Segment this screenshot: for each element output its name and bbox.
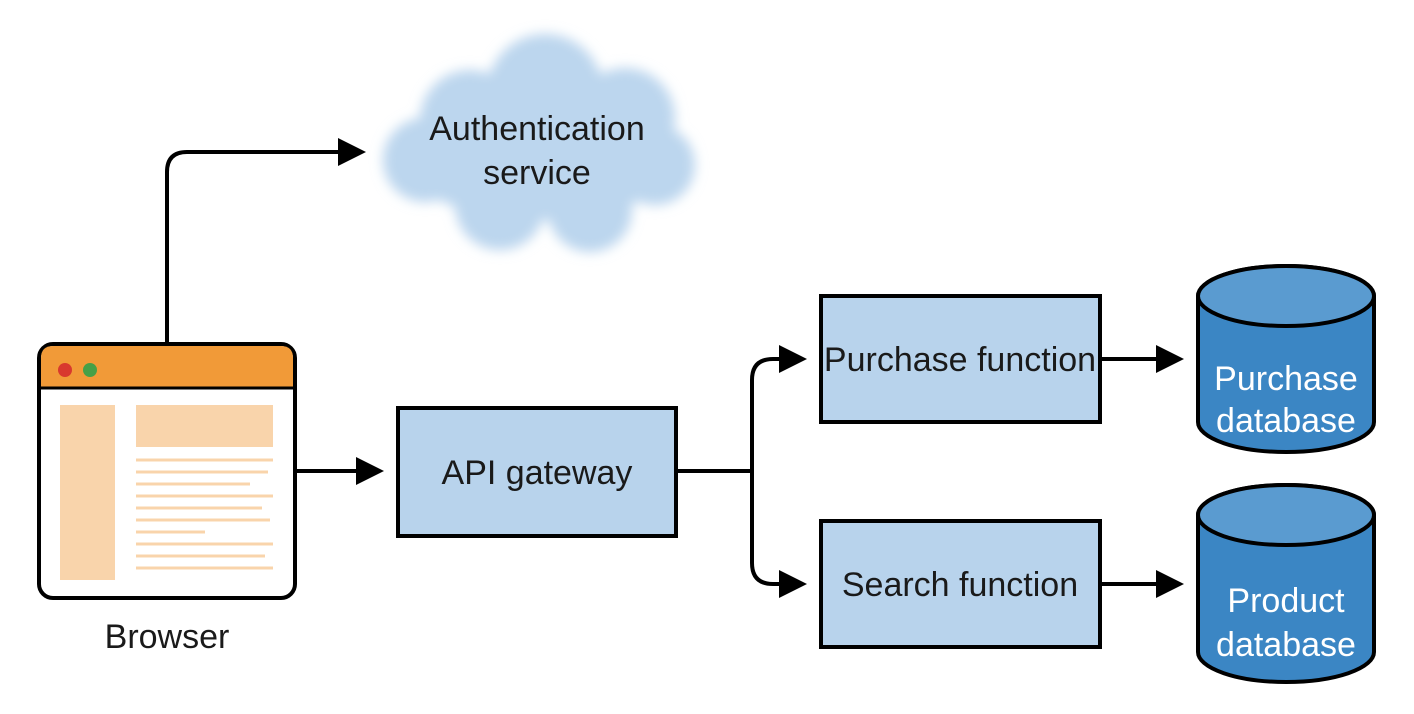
purchase-function-node: Purchase function xyxy=(819,294,1102,424)
cloud-icon xyxy=(383,34,695,252)
browser-title-bar xyxy=(41,346,293,388)
authentication-label-line1: Authentication xyxy=(429,110,645,148)
authentication-service-node: Authentication service xyxy=(383,34,695,252)
purchase-database-label-line2: database xyxy=(1216,402,1356,440)
product-database-label-line2: database xyxy=(1216,626,1356,664)
arrow-api-gateway-to-purchase-function xyxy=(750,345,807,471)
product-database-top xyxy=(1196,483,1376,547)
browser-content-lines xyxy=(136,458,273,570)
browser-header-panel xyxy=(136,405,273,447)
purchase-function-box xyxy=(819,294,1102,424)
product-database-node: Product database xyxy=(1196,483,1376,684)
api-gateway-node: API gateway xyxy=(396,406,678,538)
arrow-browser-to-authentication xyxy=(165,138,366,344)
browser-node: Browser xyxy=(37,342,297,656)
browser-close-dot-icon xyxy=(58,363,72,377)
api-gateway-box xyxy=(396,406,678,538)
browser-maximize-dot-icon xyxy=(83,363,97,377)
browser-label: Browser xyxy=(105,618,230,656)
api-gateway-label: API gateway xyxy=(442,454,633,492)
purchase-database-label-line1: Purchase xyxy=(1214,360,1358,398)
purchase-database-top xyxy=(1196,264,1376,328)
product-database-label-line1: Product xyxy=(1227,582,1345,620)
purchase-function-label: Purchase function xyxy=(824,341,1096,379)
purchase-database-node: Purchase database xyxy=(1196,264,1376,454)
search-function-box xyxy=(819,519,1102,649)
search-function-node: Search function xyxy=(819,519,1102,649)
arrow-api-gateway-to-search-function xyxy=(750,471,807,598)
search-function-label: Search function xyxy=(842,566,1078,604)
browser-sidebar-panel xyxy=(60,405,115,580)
authentication-label-line2: service xyxy=(483,154,591,192)
